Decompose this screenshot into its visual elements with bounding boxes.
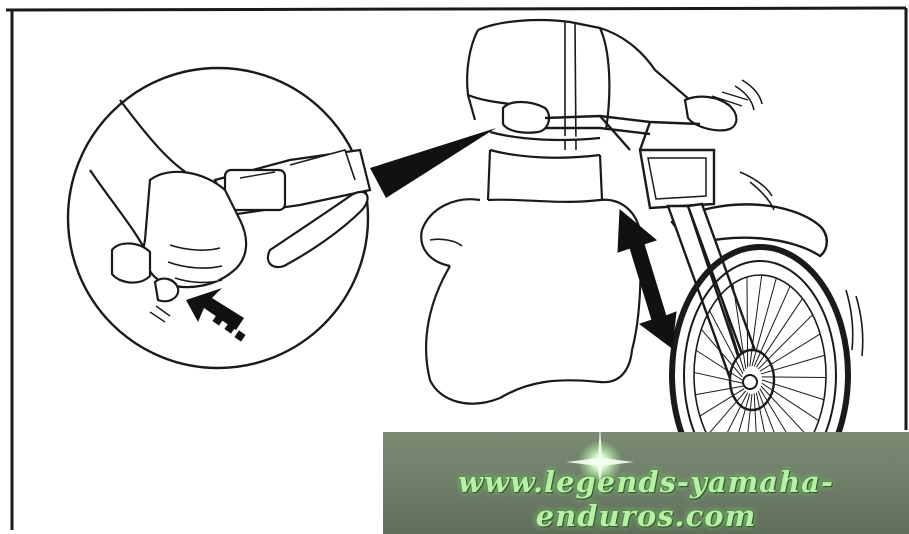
wheel-spoke xyxy=(747,277,748,367)
number-plate xyxy=(640,150,714,208)
wheel-spoke xyxy=(762,377,826,378)
detail-inset xyxy=(68,68,370,368)
watermark-url[interactable]: www.legends-yamaha-enduros.com xyxy=(383,465,909,533)
